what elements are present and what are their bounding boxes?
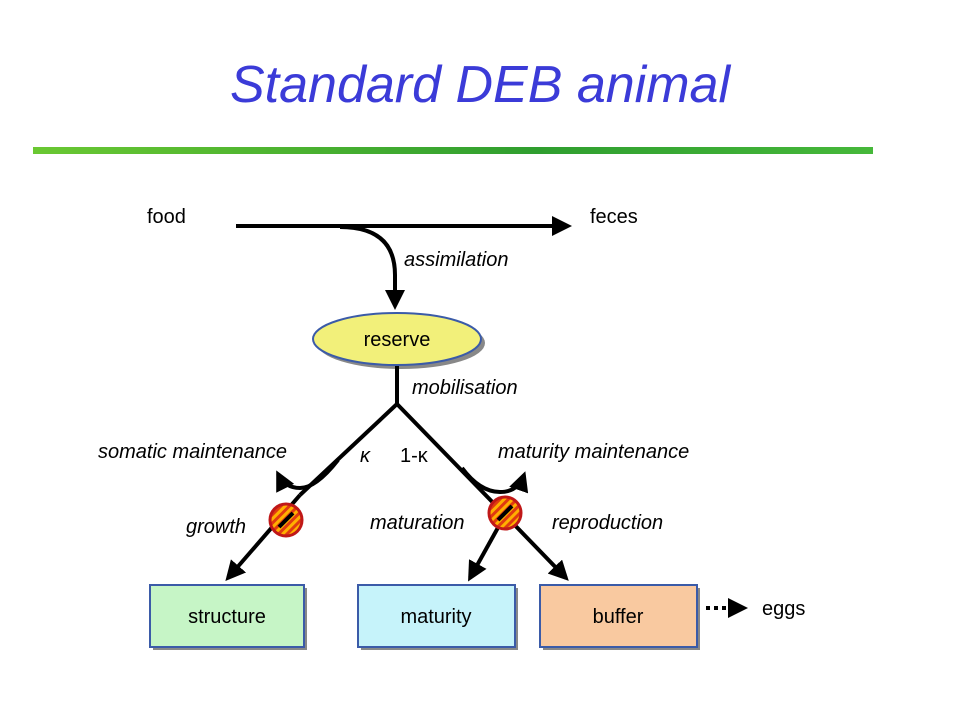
title-underline bbox=[33, 147, 873, 154]
assimilation-label: assimilation bbox=[404, 249, 508, 271]
reserve-node: reserve bbox=[312, 312, 485, 369]
maturation-valve bbox=[487, 495, 523, 531]
assimilation-arrow bbox=[339, 225, 405, 310]
buffer-box: buffer bbox=[539, 584, 700, 650]
kappa-label: κ bbox=[360, 445, 371, 467]
maturation-label: maturation bbox=[370, 512, 465, 534]
maturity-maintenance-label: maturity maintenance bbox=[498, 441, 689, 463]
structure-box: structure bbox=[149, 584, 307, 650]
feces-label: feces bbox=[590, 206, 638, 228]
growth-valve bbox=[268, 502, 304, 538]
structure-label: structure bbox=[188, 606, 266, 628]
reserve-label: reserve bbox=[364, 329, 431, 351]
food-label: food bbox=[147, 206, 186, 228]
somatic-maintenance-label: somatic maintenance bbox=[98, 441, 287, 463]
maturity-label: maturity bbox=[400, 606, 471, 628]
maturity-box: maturity bbox=[357, 584, 518, 650]
one-minus-kappa-label: 1-κ bbox=[400, 445, 429, 467]
page-title: Standard DEB animal bbox=[229, 56, 731, 114]
buffer-label: buffer bbox=[593, 606, 644, 628]
reproduction-label: reproduction bbox=[552, 512, 663, 534]
growth-label: growth bbox=[186, 516, 246, 538]
eggs-label: eggs bbox=[762, 598, 805, 620]
mobilisation-label: mobilisation bbox=[412, 377, 518, 399]
